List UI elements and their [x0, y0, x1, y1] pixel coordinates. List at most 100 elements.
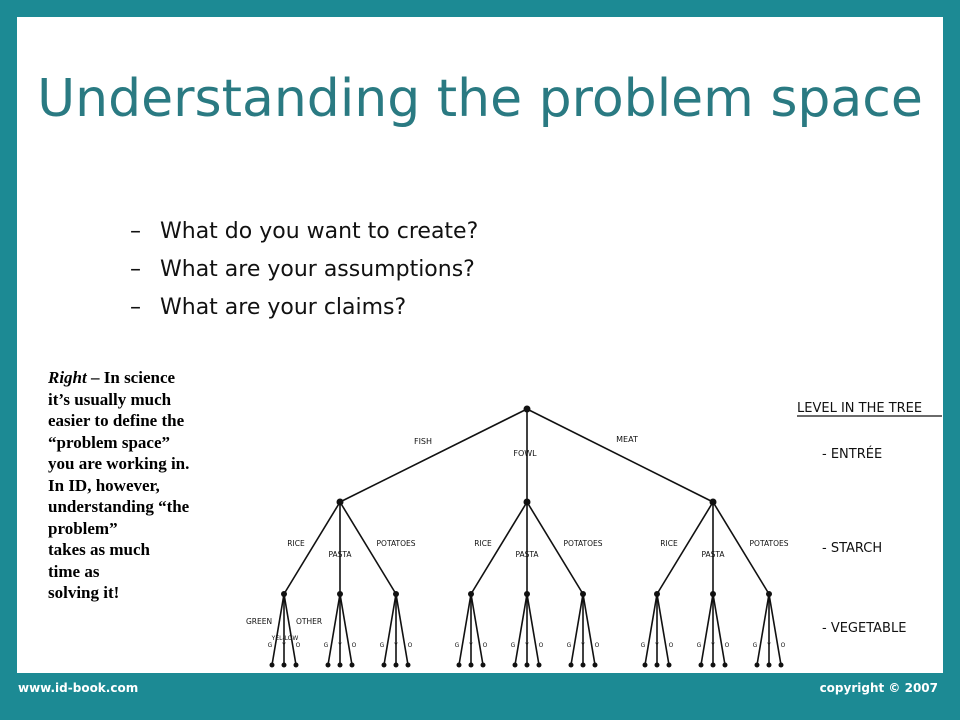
- tree-edge: [768, 593, 782, 666]
- caption-line: problem”: [48, 518, 118, 538]
- bullet-marker: –: [130, 257, 141, 282]
- tree-edge: [271, 593, 285, 666]
- tree-edge: [712, 501, 770, 595]
- tree-node-leaf: [325, 662, 331, 668]
- tree-leaf-letter: Y: [468, 642, 473, 649]
- tree-label-entree: MEAT: [616, 435, 638, 444]
- tree-edge: [570, 593, 584, 666]
- tree-leaf-letter: G: [268, 642, 273, 649]
- tree-leaf-letter: Y: [524, 642, 529, 649]
- caption-line: easier to define the: [48, 411, 185, 430]
- side-caption: Right – In science it’s usually much eas…: [48, 367, 243, 604]
- bullet-item: –What are your claims?: [130, 289, 478, 327]
- tree-edge: [526, 593, 540, 666]
- tree-node-leaf: [456, 662, 462, 668]
- bullet-item: –What do you want to create?: [130, 213, 478, 251]
- legend-level-entree: - ENTRÉE: [822, 446, 882, 462]
- tree-label-starch: RICE: [287, 539, 305, 548]
- tree-node-leaf: [754, 662, 760, 668]
- tree-node-leaf: [393, 662, 399, 668]
- slide: Understanding the problem space –What do…: [17, 17, 943, 673]
- tree-label-starch: PASTA: [701, 550, 725, 559]
- tree-edge: [470, 593, 484, 666]
- tree-label-starch: POTATOES: [750, 539, 789, 548]
- tree-leaf-letter: G: [567, 642, 572, 649]
- tree-leaf-letter: Y: [710, 642, 715, 649]
- tree-edge: [470, 501, 528, 595]
- tree-edge: [339, 501, 397, 595]
- tree-leaf-letter: Y: [281, 642, 286, 649]
- bullet-marker: –: [130, 295, 141, 320]
- tree-leaf-letter: Y: [766, 642, 771, 649]
- tree-edge: [712, 593, 726, 666]
- caption-line: takes as much: [48, 540, 151, 559]
- tree-edge: [656, 501, 714, 595]
- tree-leaf-letter: O: [408, 642, 413, 649]
- footer-website[interactable]: www.id-book.com: [18, 681, 139, 695]
- tree-label-entree: FISH: [414, 437, 432, 446]
- footer-copyright: copyright © 2007: [819, 681, 938, 695]
- tree-node-leaf: [766, 662, 772, 668]
- bullet-text: What do you want to create?: [160, 219, 479, 244]
- tree-leaf-letter: G: [697, 642, 702, 649]
- tree-label-vegetable: GREEN: [246, 617, 272, 626]
- tree-leaf-letter: G: [380, 642, 385, 649]
- tree-node-leaf: [722, 662, 728, 668]
- caption-line: you are working in.: [48, 454, 190, 473]
- tree-node-leaf: [568, 662, 574, 668]
- tree-node-root: [523, 405, 531, 413]
- tree-label-starch: PASTA: [515, 550, 539, 559]
- tree-label-starch: RICE: [474, 539, 492, 548]
- tree-node-leaf: [580, 662, 586, 668]
- tree-label-starch: POTATOES: [377, 539, 416, 548]
- bullet-marker: –: [130, 219, 141, 244]
- tree-edge: [283, 501, 341, 595]
- caption-lead: Right: [48, 368, 87, 387]
- tree-edge: [526, 501, 584, 595]
- tree-node-leaf: [468, 662, 474, 668]
- tree-leaf-letter: G: [641, 642, 646, 649]
- tree-edge: [514, 593, 528, 666]
- tree-label-vegetable: YEL-LOW: [271, 635, 299, 642]
- tree-leaf-letter: Y: [393, 642, 398, 649]
- tree-node-leaf: [536, 662, 542, 668]
- caption-line: “problem space”: [48, 432, 170, 452]
- legend-title: LEVEL IN THE TREE: [797, 401, 922, 416]
- tree-node-leaf: [281, 662, 287, 668]
- caption-line: solving it!: [48, 583, 120, 602]
- tree-leaf-letter: G: [455, 642, 460, 649]
- tree-node-leaf: [269, 662, 275, 668]
- bullet-text: What are your assumptions?: [160, 257, 475, 282]
- caption-line: understanding “the: [48, 497, 190, 516]
- tree-node-leaf: [666, 662, 672, 668]
- bullet-text: What are your claims?: [160, 295, 407, 320]
- legend-level-starch: - STARCH: [822, 541, 882, 556]
- tree-leaf-letter: Y: [580, 642, 585, 649]
- tree-node-leaf: [710, 662, 716, 668]
- tree-leaf-letter: O: [669, 642, 674, 649]
- tree-node-leaf: [349, 662, 355, 668]
- tree-edge: [327, 593, 341, 666]
- tree-leaf-letter: O: [595, 642, 600, 649]
- tree-edge: [383, 593, 397, 666]
- tree-label-vegetable: OTHER: [296, 617, 322, 626]
- caption-line: In ID, however,: [48, 475, 160, 495]
- tree-leaf-letter: O: [483, 642, 488, 649]
- tree-leaf-letter: G: [753, 642, 758, 649]
- tree-node-leaf: [524, 662, 530, 668]
- tree-node-leaf: [381, 662, 387, 668]
- tree-node-leaf: [293, 662, 299, 668]
- tree-node-leaf: [642, 662, 648, 668]
- tree-leaf-letter: Y: [337, 642, 342, 649]
- caption-line: time as: [48, 561, 100, 581]
- tree-edge: [458, 593, 472, 666]
- tree-label-starch: POTATOES: [564, 539, 603, 548]
- tree-edge: [339, 593, 353, 666]
- tree-node-leaf: [405, 662, 411, 668]
- tree-leaf-letter: Y: [654, 642, 659, 649]
- tree-leaf-letter: O: [781, 642, 786, 649]
- tree-node-leaf: [698, 662, 704, 668]
- bullet-list: –What do you want to create? –What are y…: [130, 213, 478, 327]
- tree-label-entree: FOWL: [513, 449, 537, 458]
- tree-leaf-letter: G: [511, 642, 516, 649]
